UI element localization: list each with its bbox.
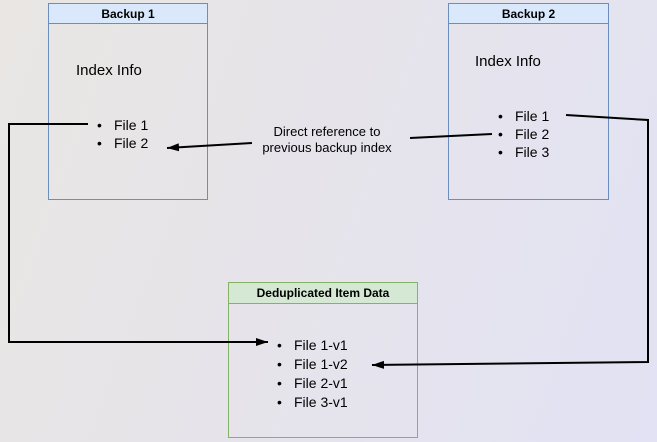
backup1-file-list: File 1 File 2	[97, 116, 148, 152]
backup1-subtitle: Index Info	[76, 62, 142, 79]
backup2-file-list: File 1 File 2 File 3	[498, 107, 549, 161]
backup2-node: Backup 2	[448, 3, 609, 200]
dedup-node: Deduplicated Item Data	[228, 282, 418, 438]
list-item: File 1-v2	[277, 355, 348, 374]
backup2-subtitle: Index Info	[475, 53, 541, 70]
list-item: File 3	[498, 143, 549, 161]
dedup-file-list: File 1-v1 File 1-v2 File 2-v1 File 3-v1	[277, 336, 348, 412]
list-item: File 2	[97, 134, 148, 152]
list-item: File 1	[97, 116, 148, 134]
list-item: File 1-v1	[277, 336, 348, 355]
reference-edge-label-line2: previous backup index	[262, 139, 392, 155]
reference-edge-label: Direct reference to previous backup inde…	[237, 124, 417, 155]
list-item: File 2-v1	[277, 374, 348, 393]
reference-edge-label-line1: Direct reference to	[273, 124, 381, 139]
backup1-title: Backup 1	[49, 4, 207, 24]
dedup-title: Deduplicated Item Data	[229, 283, 417, 304]
list-item: File 3-v1	[277, 393, 348, 412]
backup1-node: Backup 1	[48, 3, 208, 200]
list-item: File 2	[498, 125, 549, 143]
list-item: File 1	[498, 107, 549, 125]
backup2-title: Backup 2	[449, 4, 608, 24]
